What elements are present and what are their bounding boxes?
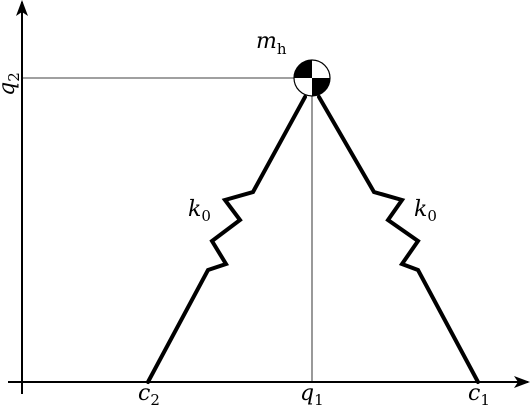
q1-label: q1: [300, 381, 324, 406]
left-leg-spring: [146, 95, 307, 384]
left-spring-label: k0: [188, 197, 211, 225]
right-leg-spring: [317, 95, 480, 384]
c2-label: c2: [138, 381, 160, 406]
hip-mass-symbol: [293, 59, 331, 97]
q2-axis-label: q2: [0, 72, 23, 96]
mass-label: mh: [256, 29, 287, 58]
svg-text:q2: q2: [0, 72, 23, 96]
c1-label: c1: [468, 381, 490, 406]
right-spring-label: k0: [414, 197, 437, 225]
